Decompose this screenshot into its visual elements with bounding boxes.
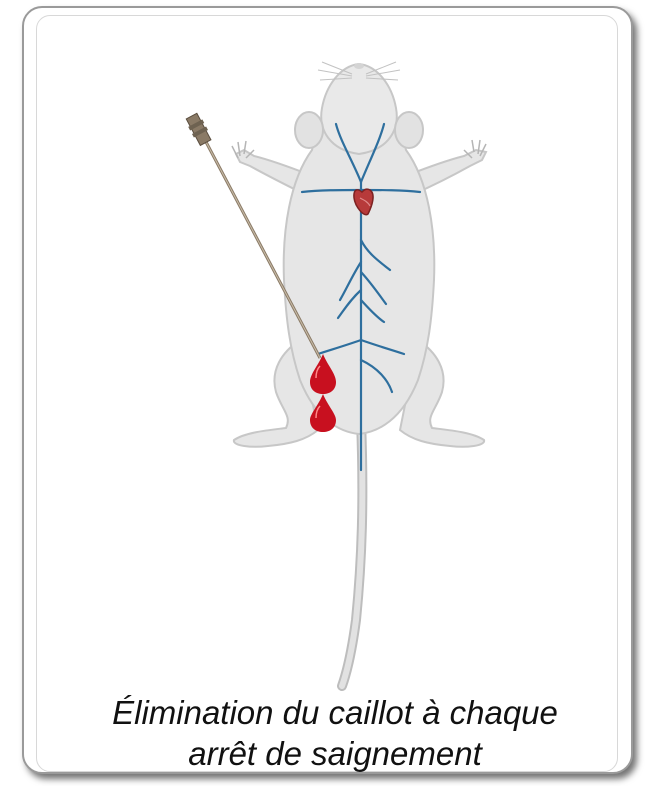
mouse-ear-right [395,112,423,148]
mouse-head [321,64,396,154]
mouse-body [284,108,435,434]
mouse-ear-left [295,112,323,148]
mouse-nose [354,63,364,69]
caption-line-1: Élimination du caillot à chaque [40,692,630,733]
caption: Élimination du caillot à chaque arrêt de… [40,692,630,774]
caption-line-2: arrêt de saignement [40,733,630,774]
